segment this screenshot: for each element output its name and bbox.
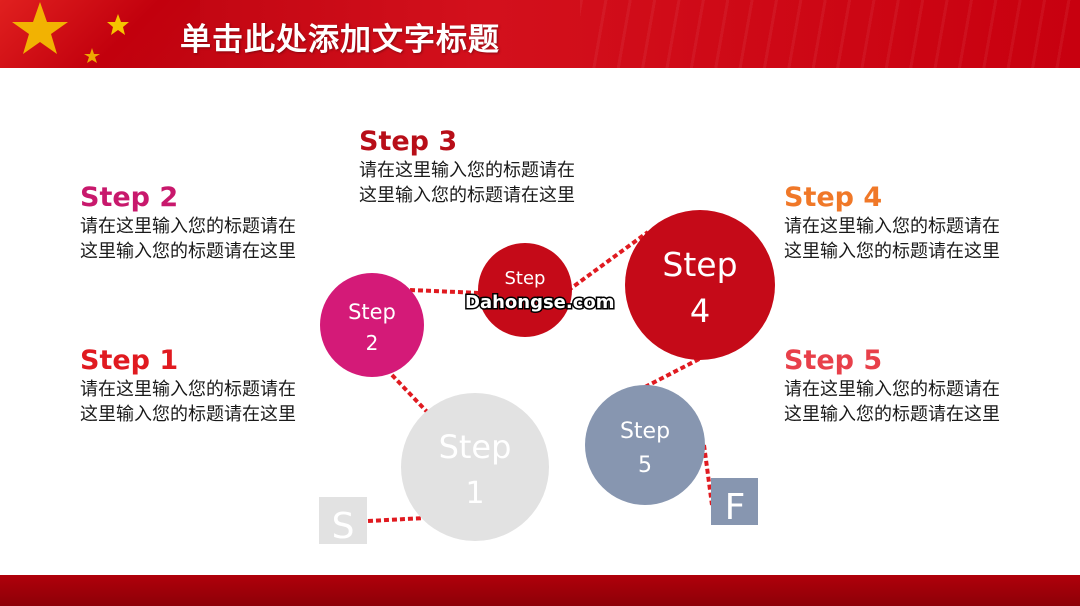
connector-s-1: [367, 516, 426, 523]
start-box-label: S: [332, 506, 355, 547]
step-3-circle-word: Step: [505, 268, 546, 289]
step-5-circle: [585, 385, 705, 505]
start-box: S: [319, 497, 367, 547]
connector-5-f: [702, 444, 714, 506]
step-3-desc-line1[interactable]: 请在这里输入您的标题请在: [359, 160, 575, 181]
step-1-node: Step 1: [401, 393, 549, 541]
step-4-desc-line2[interactable]: 这里输入您的标题请在这里: [784, 241, 1000, 262]
connector-2-3: [409, 288, 481, 295]
step-4-text: Step 4 请在这里输入您的标题请在 这里输入您的标题请在这里: [784, 182, 1000, 264]
start-box-bg: [319, 497, 367, 544]
step-4-node: Step 4: [625, 210, 775, 360]
step-2-desc-line2[interactable]: 这里输入您的标题请在这里: [80, 241, 296, 262]
step-4-circle-num: 4: [690, 292, 710, 330]
watermark-text: Dahongse.com: [465, 292, 615, 313]
step-2-text: Step 2 请在这里输入您的标题请在 这里输入您的标题请在这里: [80, 182, 296, 264]
step-3-heading[interactable]: Step 3: [359, 126, 458, 157]
footer-band: [0, 575, 1080, 606]
step-3-text: Step 3 请在这里输入您的标题请在 这里输入您的标题请在这里: [359, 126, 575, 208]
step-4-heading[interactable]: Step 4: [784, 182, 883, 213]
star-icons: [12, 2, 129, 63]
step-2-circle-word: Step: [348, 300, 396, 324]
step-4-circle: [625, 210, 775, 360]
step-5-heading[interactable]: Step 5: [784, 345, 883, 376]
step-5-desc-line1[interactable]: 请在这里输入您的标题请在: [784, 379, 1000, 400]
connector-1-2: [390, 373, 432, 417]
ray-decoration: [580, 0, 1080, 68]
large-star-icon: [12, 2, 68, 54]
step-3-desc-line2[interactable]: 这里输入您的标题请在这里: [359, 185, 575, 206]
step-1-desc-line1[interactable]: 请在这里输入您的标题请在: [80, 379, 296, 400]
step-1-circle: [401, 393, 549, 541]
step-1-circle-num: 1: [465, 476, 484, 511]
step-1-heading[interactable]: Step 1: [80, 345, 179, 376]
header-banner: 单击此处添加文字标题: [0, 0, 1080, 68]
step-4-desc-line1[interactable]: 请在这里输入您的标题请在: [784, 216, 1000, 237]
small-star-icon: [107, 14, 129, 35]
step-2-circle-num: 2: [366, 331, 379, 355]
step-2-desc-line1[interactable]: 请在这里输入您的标题请在: [80, 216, 296, 237]
connector-4-5: [644, 354, 706, 389]
step-1-text: Step 1 请在这里输入您的标题请在 这里输入您的标题请在这里: [80, 345, 296, 427]
step-1-circle-word: Step: [439, 428, 512, 466]
page-title[interactable]: 单击此处添加文字标题: [180, 22, 500, 58]
step-1-desc-line2[interactable]: 这里输入您的标题请在这里: [80, 404, 296, 425]
step-5-node: Step 5: [585, 385, 705, 505]
step-2-circle: [320, 273, 424, 377]
step-5-desc-line2[interactable]: 这里输入您的标题请在这里: [784, 404, 1000, 425]
step-3-node: Step: [478, 243, 572, 337]
step-5-circle-word: Step: [620, 419, 670, 444]
step-3-circle: [478, 243, 572, 337]
small-star-icon: [84, 48, 100, 63]
step-5-text: Step 5 请在这里输入您的标题请在 这里输入您的标题请在这里: [784, 345, 1000, 427]
step-4-circle-word: Step: [662, 245, 737, 284]
step-2-node: Step 2: [320, 273, 424, 377]
finish-box-bg: [711, 478, 758, 525]
step-5-circle-num: 5: [638, 453, 652, 478]
finish-box: F: [711, 478, 758, 528]
step-2-heading[interactable]: Step 2: [80, 182, 179, 213]
finish-box-label: F: [725, 487, 746, 528]
